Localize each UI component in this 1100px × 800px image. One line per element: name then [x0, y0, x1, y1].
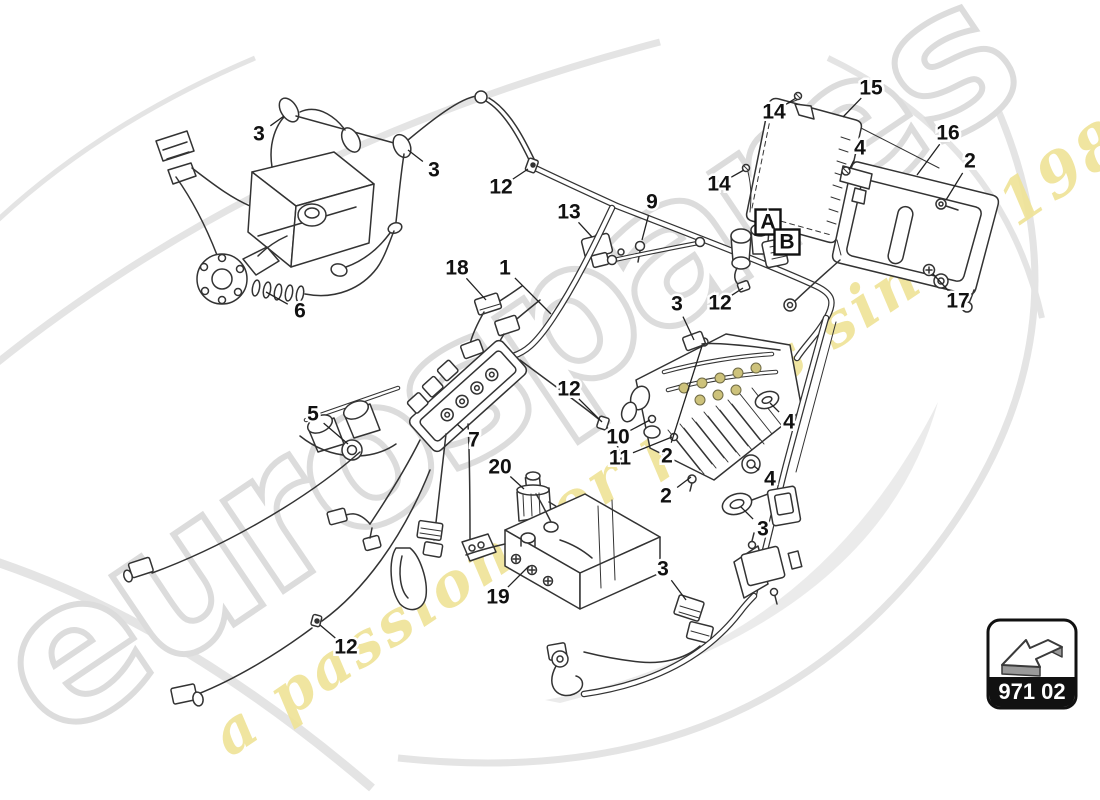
callout-4: 4 — [854, 137, 866, 160]
callout-3: 3 — [671, 293, 683, 316]
callout-leader-10 — [630, 419, 651, 432]
callout-12: 12 — [708, 292, 731, 315]
callout-leader-4 — [769, 402, 780, 413]
callout-16: 16 — [936, 122, 959, 145]
callout-4: 4 — [783, 411, 795, 434]
watermark-swoosh — [0, 38, 1045, 792]
callout-12: 12 — [489, 176, 512, 199]
callout-leader-12 — [578, 398, 603, 423]
callout-12: 12 — [557, 378, 580, 401]
callout-7: 7 — [468, 429, 480, 452]
callout-leader-13 — [578, 221, 593, 238]
callout-2: 2 — [661, 445, 673, 468]
watermark-brand: eurospares — [0, 0, 1056, 787]
ref-marker-B: B — [779, 231, 794, 254]
callout-leader-20 — [509, 475, 525, 490]
callout-3: 3 — [657, 558, 669, 581]
ecu-assembly — [620, 330, 803, 492]
coil-module-group — [299, 339, 623, 541]
callout-9: 9 — [646, 191, 658, 214]
callout-17: 17 — [946, 290, 969, 313]
callout-leader-12 — [512, 168, 529, 180]
callout-5: 5 — [307, 403, 319, 426]
callout-3: 3 — [253, 123, 265, 146]
mounting-bracket — [783, 127, 1000, 313]
callout-leader-3 — [407, 149, 424, 162]
callout-3: 3 — [757, 518, 769, 541]
front-harness-group — [155, 90, 536, 305]
part-code-text: 971 02 — [998, 679, 1065, 704]
callout-11: 11 — [609, 447, 632, 470]
callout-leader-5 — [323, 422, 349, 445]
callout-leader-2 — [945, 172, 964, 201]
callout-leader-2 — [676, 476, 692, 489]
callout-2: 2 — [660, 485, 672, 508]
callout-20: 20 — [488, 456, 511, 479]
ref-marker-box-A — [754, 208, 782, 236]
callout-18: 18 — [445, 257, 469, 280]
ref-marker-box-B — [773, 228, 801, 256]
lower-left-wires — [123, 451, 431, 707]
callout-leader-18 — [465, 277, 487, 301]
callout-leader-2 — [670, 345, 703, 443]
cover-panel — [741, 91, 863, 244]
callout-14: 14 — [707, 173, 731, 196]
callout-leader-3 — [269, 115, 285, 127]
callout-leader-4 — [848, 160, 855, 171]
callout-10: 10 — [606, 426, 629, 449]
callout-leader-3 — [740, 506, 754, 520]
callout-leader-14 — [785, 97, 797, 106]
callout-12: 12 — [334, 636, 357, 659]
callout-3: 3 — [428, 159, 440, 182]
callout-leader-3 — [682, 316, 695, 341]
callout-leader-19 — [507, 565, 530, 588]
callout-6: 6 — [294, 300, 306, 323]
part-code-badge: 971 02 — [986, 618, 1078, 710]
callout-leader-3 — [670, 579, 687, 601]
callout-leader-17 — [932, 273, 949, 292]
callout-leader-14 — [730, 169, 745, 178]
mid-connectors — [326, 507, 497, 611]
callout-leader-7 — [456, 423, 465, 431]
callout-leader-11 — [632, 436, 673, 454]
callout-2: 2 — [964, 150, 976, 173]
callout-15: 15 — [859, 77, 883, 100]
callout-leader-1 — [514, 277, 552, 315]
callout-leader-12 — [731, 287, 744, 296]
callout-leader-12 — [319, 624, 336, 639]
callout-14: 14 — [762, 101, 786, 124]
callout-leader-4 — [753, 465, 760, 471]
bent-arrow-3d-icon — [1001, 639, 1063, 677]
callout-leader-15 — [842, 97, 862, 118]
callout-leader-16 — [916, 143, 941, 176]
battery-group — [465, 493, 661, 610]
callout-19: 19 — [486, 586, 509, 609]
callout-13: 13 — [557, 201, 580, 224]
right-strap-group — [546, 314, 837, 698]
harness-artwork — [123, 90, 1000, 707]
callout-4: 4 — [764, 468, 776, 491]
callout-1: 1 — [499, 257, 511, 280]
callout-leader-6 — [265, 291, 289, 305]
ref-marker-A: A — [760, 211, 775, 234]
callout-leader-9 — [641, 215, 650, 241]
